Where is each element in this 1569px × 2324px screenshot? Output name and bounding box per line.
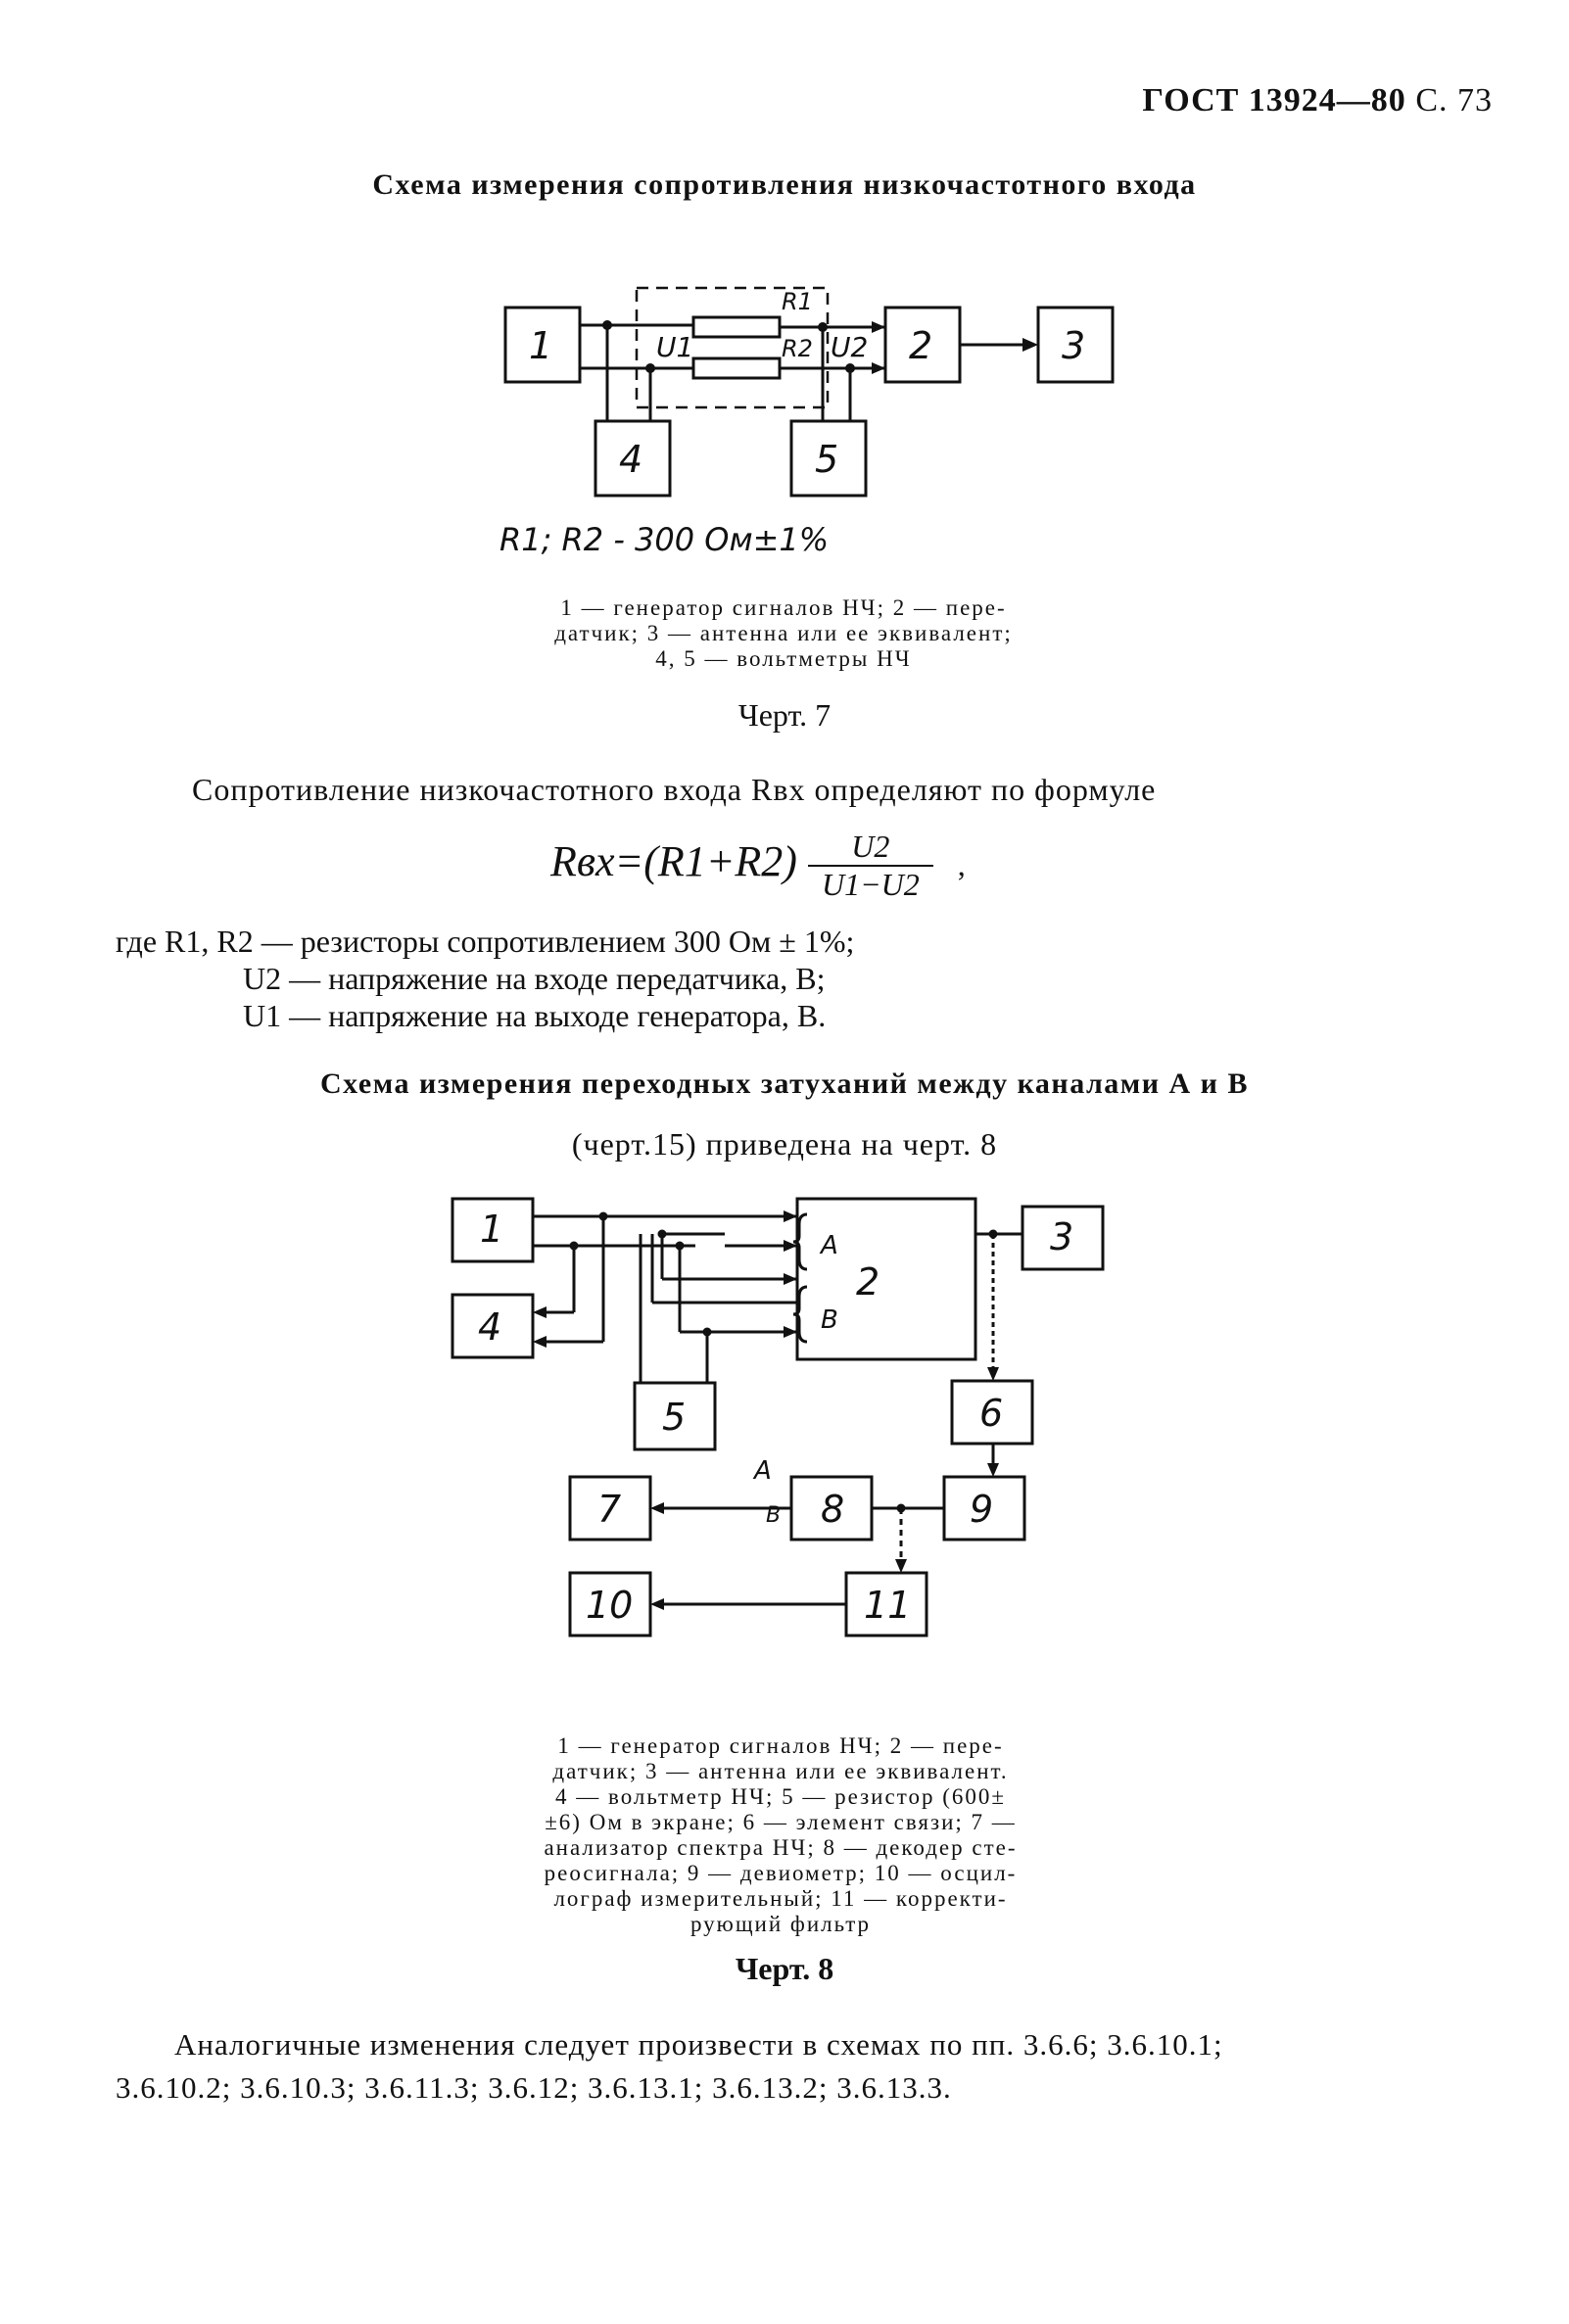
block-10-label: 10 (586, 1584, 633, 1627)
caption-line: реосигнала; 9 — девиометр; 10 — осцил- (544, 1861, 1018, 1885)
chert7-label: Черт. 7 (737, 697, 832, 733)
block-4 (451, 1293, 535, 1359)
section1-heading: Схема измерения сопротивления низкочасто… (372, 168, 1197, 201)
caption-line: лограф измерительный; 11 — корректи- (553, 1886, 1008, 1911)
block-5-label: 5 (662, 1396, 686, 1439)
block-5 (633, 1381, 717, 1451)
resistor-note: R1; R2 - 300 Ом±1% (499, 521, 830, 558)
caption-line: 4 — вольтметр НЧ; 5 — резистор (600± (555, 1784, 1006, 1809)
channel-b-label: B (821, 1305, 838, 1335)
formula-intro: Сопротивление низкочастотного входа Rвх … (192, 772, 1157, 807)
block-2-label: 2 (856, 1260, 880, 1304)
definition-line: U2 — напряжение на входе передатчика, В; (243, 961, 826, 996)
block-8-label: 8 (821, 1488, 844, 1531)
formula-numerator: U2 (807, 829, 933, 867)
block-2-label: 2 (909, 324, 932, 367)
block-5-label: 5 (815, 438, 838, 481)
formula-definitions: где R1, R2 — резисторы сопротивлением 30… (116, 923, 854, 1034)
block-1 (451, 1197, 535, 1263)
formula-fraction: U2 U1−U2 (807, 829, 933, 903)
block-5 (789, 419, 868, 498)
block-4 (594, 419, 672, 498)
caption-chert7: 1 — генератор сигналов НЧ; 2 — пере- дат… (372, 595, 1195, 672)
diagram-chert8: 1 2 3 4 5 6 7 8 9 10 11 A B A B (451, 1197, 1105, 1637)
block-3 (1021, 1205, 1105, 1271)
label-r1: R1 (782, 288, 813, 315)
formula-denominator: U1−U2 (821, 867, 920, 902)
definition-line: где R1, R2 — резисторы сопротивлением 30… (116, 924, 855, 959)
definition-line: U1 — напряжение на выходе генератора, В. (243, 998, 827, 1033)
page-number: С. 73 (1415, 82, 1493, 119)
caption-chert8: 1 — генератор сигналов НЧ; 2 — пере- дат… (443, 1733, 1118, 1937)
block-3-label: 3 (1062, 324, 1085, 367)
caption-line: 1 — генератор сигналов НЧ; 2 — пере- (557, 1733, 1004, 1758)
block-9-label: 9 (970, 1488, 993, 1531)
channel-a-label: A (819, 1231, 838, 1260)
block-11-label: 11 (864, 1584, 911, 1627)
switch-b-label: B (766, 1503, 781, 1528)
block-1 (503, 306, 582, 384)
section2-subheading: (черт.15) приведена на черт. 8 (571, 1126, 998, 1162)
block-1-label: 1 (529, 324, 552, 367)
caption-line: датчик; 3 — антенна или ее эквивалент. (552, 1759, 1009, 1783)
resistor-r2 (691, 356, 782, 380)
label-u2: U2 (831, 331, 868, 363)
chert8-label: Черт. 8 (735, 1951, 834, 1986)
block-6-label: 6 (979, 1392, 1003, 1435)
caption-line: анализатор спектра НЧ; 8 — декодер сте- (544, 1835, 1018, 1860)
switch-a-label: A (752, 1456, 772, 1486)
label-u1: U1 (656, 331, 693, 363)
formula-tail: , (957, 847, 966, 883)
caption-line: 1 — генератор сигналов НЧ; 2 — пере- (560, 595, 1007, 620)
formula: Rвх=(R1+R2) U2 U1−U2 , (550, 829, 966, 903)
formula-lhs: Rвх=(R1+R2) (550, 837, 797, 886)
closing-line-2: 3.6.10.2; 3.6.10.3; 3.6.11.3; 3.6.12; 3.… (116, 2070, 952, 2105)
block-2 (795, 1197, 977, 1361)
page-header: ГОСТ 13924—80 С. 73 (1142, 82, 1493, 119)
caption-line: датчик; 3 — антенна или ее эквивалент; (554, 621, 1013, 645)
block-4-label: 4 (478, 1305, 501, 1349)
standard-number: ГОСТ 13924—80 (1142, 82, 1406, 119)
section2-heading: Схема измерения переходных затуханий меж… (320, 1067, 1249, 1100)
caption-line: 4, 5 — вольтметры НЧ (655, 646, 912, 671)
diagram-chert7: 1 2 3 4 5 R1 R2 U1 U2 (503, 286, 1115, 498)
label-r2: R2 (782, 335, 813, 362)
block-1-label: 1 (480, 1208, 503, 1251)
block-3-label: 3 (1050, 1215, 1073, 1258)
block-4-label: 4 (619, 438, 642, 481)
caption-line: рующий фильтр (689, 1912, 872, 1936)
resistor-r1 (691, 315, 782, 339)
caption-line: ±6) Ом в экране; 6 — элемент связи; 7 — (545, 1810, 1017, 1834)
block-7-label: 7 (597, 1488, 621, 1531)
closing-line-1: Аналогичные изменения следует произвести… (174, 2027, 1223, 2062)
